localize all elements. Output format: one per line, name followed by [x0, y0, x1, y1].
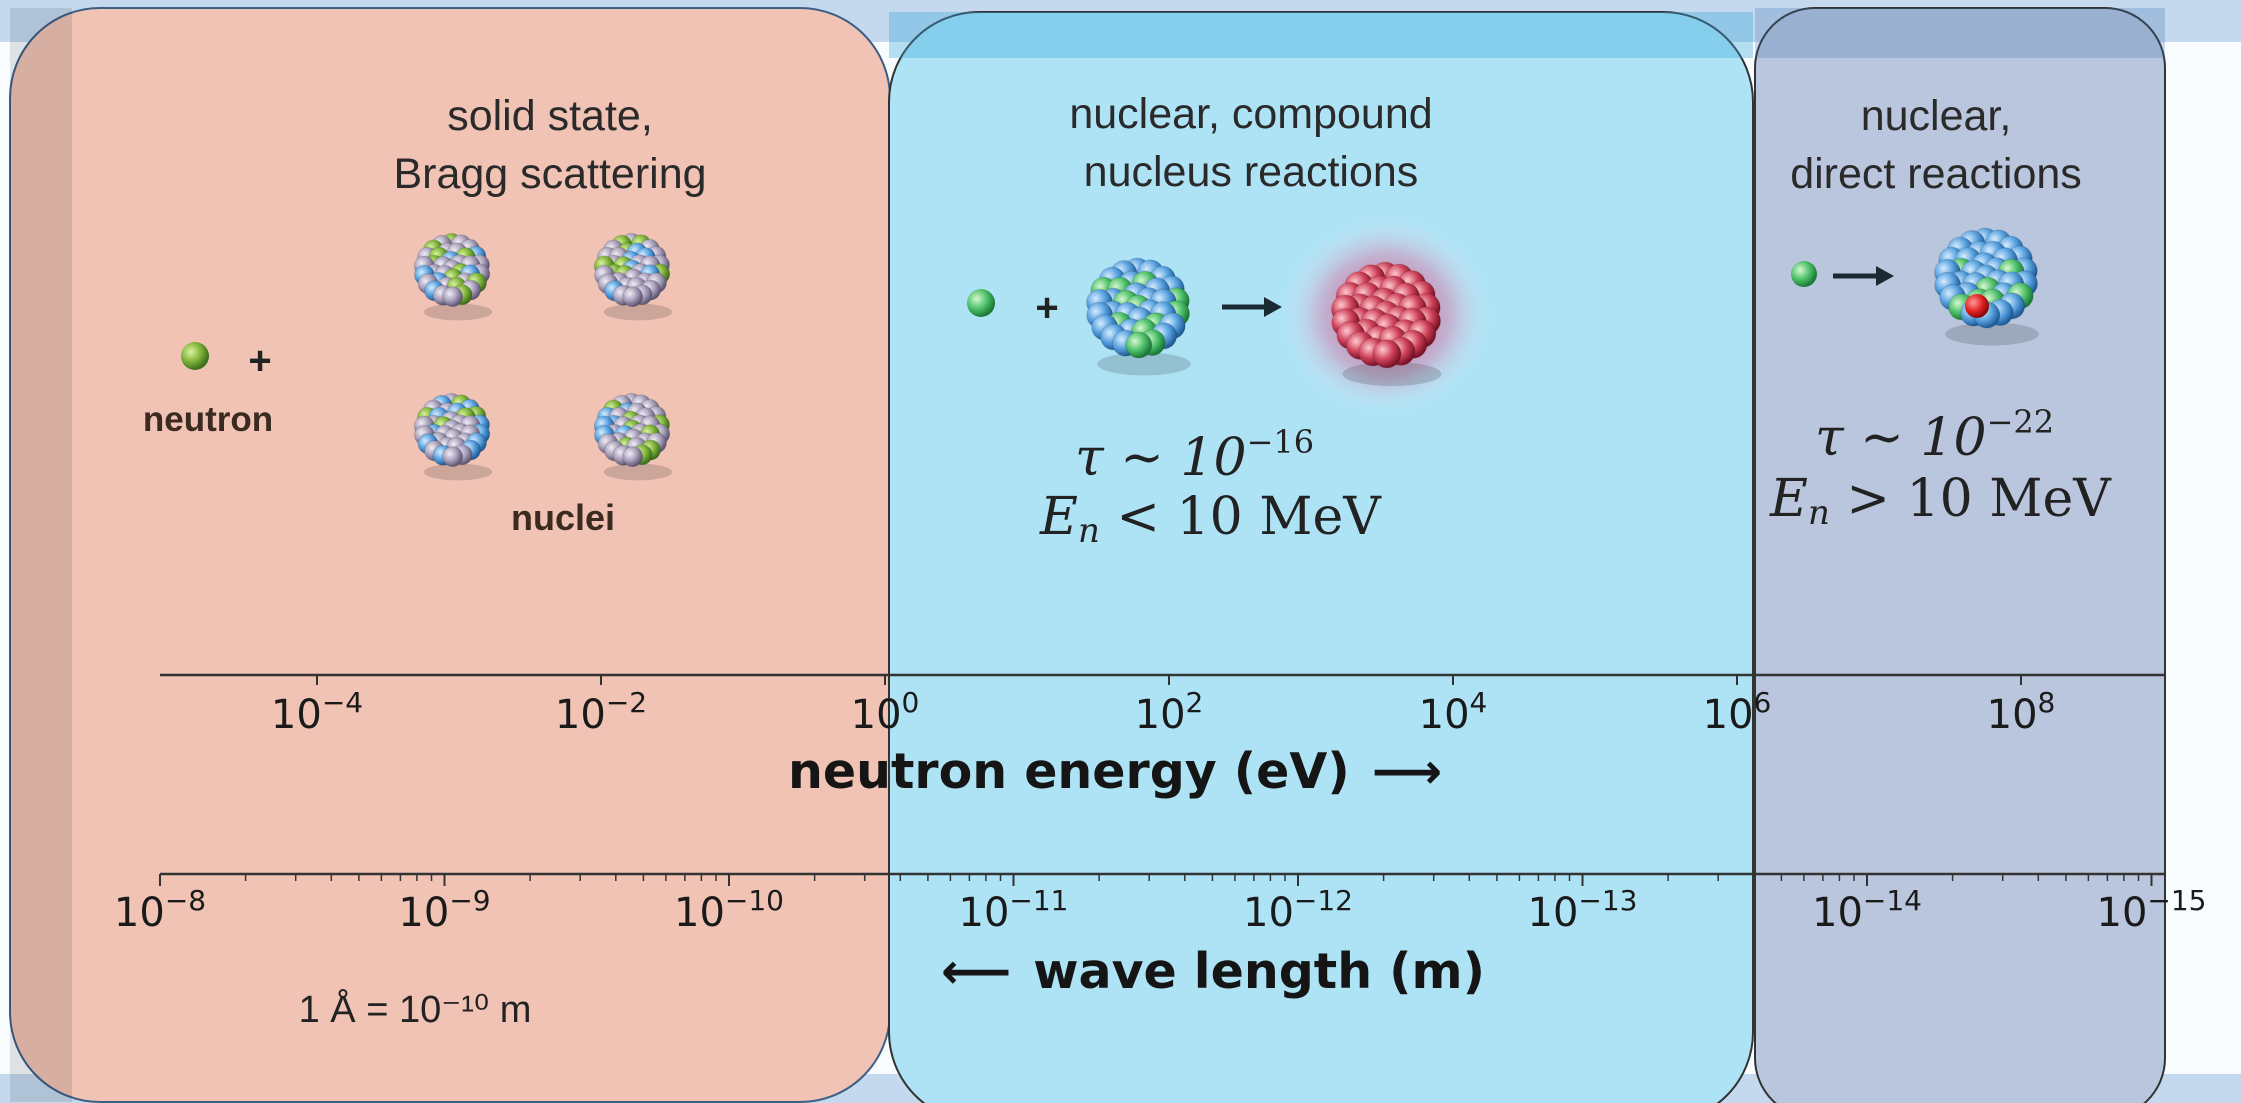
- reaction-arrow-icon: [1222, 297, 1282, 317]
- compound-title-line1: nuclear, compound: [1069, 90, 1432, 138]
- lattice-nucleus: [593, 392, 673, 481]
- compound-energy-condition: En < 10 MeV: [1039, 487, 1382, 551]
- energy-tick-label: 10−2: [555, 686, 647, 738]
- lattice-nuclei-icon: [413, 232, 673, 481]
- compound-plus-sign: +: [1035, 286, 1058, 330]
- direct-neutron-icon: [1791, 261, 1817, 287]
- direct-title-line2: direct reactions: [1790, 150, 2082, 198]
- wavelength-tick-label: 10−14: [1812, 884, 1922, 936]
- angstrom-note: 1 Å = 10⁻¹⁰ m: [299, 987, 532, 1031]
- wavelength-axis: 10−8 10−9 10−10 10−11 10−12 10−13 10−14 10−15: [114, 872, 2207, 936]
- nuclei-label: nuclei: [511, 497, 615, 538]
- compound-nucleus: [1331, 261, 1442, 387]
- wavelength-tick-label: 10−15: [2097, 884, 2207, 936]
- energy-tick-label: 108: [1987, 686, 2056, 738]
- lattice-nucleus: [593, 232, 673, 321]
- wavelength-tick-label: 10−10: [674, 884, 784, 936]
- wavelength-axis-title: ⟵wave length (m): [941, 943, 1485, 1000]
- energy-tick-label: 100: [851, 686, 920, 738]
- direct-title-line1: nuclear,: [1861, 92, 2012, 140]
- compound-lifetime: τ ~ 10−16: [1075, 423, 1314, 488]
- energy-tick-label: 104: [1419, 686, 1488, 738]
- knocked-nucleon: [1965, 294, 1989, 318]
- solid-state-title-line1: solid state,: [447, 92, 653, 140]
- neutron-icon: [181, 342, 209, 370]
- wavelength-tick-label: 10−11: [959, 884, 1069, 936]
- lattice-nucleus: [413, 392, 493, 481]
- energy-axis: 10−4 10−2 100 102 104 106 108: [160, 673, 2165, 738]
- solid-state-title-line2: Bragg scattering: [393, 150, 706, 198]
- target-nucleus-icon: [1086, 257, 1191, 376]
- region-direct-reactions: [1754, 7, 2166, 1103]
- incoming-neutron-icon: [967, 289, 995, 317]
- target-nucleus: [1086, 257, 1191, 376]
- wavelength-tick-label: 10−8: [114, 884, 206, 936]
- direct-energy-condition: En > 10 MeV: [1769, 469, 2112, 533]
- neutron-label: neutron: [143, 400, 273, 439]
- lattice-nucleus: [413, 232, 493, 321]
- compound-title-line2: nucleus reactions: [1084, 148, 1419, 196]
- direct-nucleus-icon: [1934, 227, 2039, 346]
- direct-arrow-icon: [1833, 266, 1894, 286]
- wavelength-tick-label: 10−13: [1528, 884, 1638, 936]
- wavelength-tick-label: 10−12: [1243, 884, 1353, 936]
- wavelength-tick-label: 10−9: [398, 884, 490, 936]
- compound-nucleus-icon: [1280, 215, 1492, 415]
- energy-axis-title: neutron energy (eV)⟶: [788, 743, 1442, 800]
- energy-tick-label: 106: [1703, 686, 1772, 738]
- energy-tick-label: 10−4: [271, 686, 363, 738]
- plus-sign: +: [248, 339, 271, 383]
- energy-tick-label: 102: [1135, 686, 1204, 738]
- direct-lifetime: τ ~ 10−22: [1815, 403, 2054, 468]
- direct-nucleus: [1934, 227, 2039, 346]
